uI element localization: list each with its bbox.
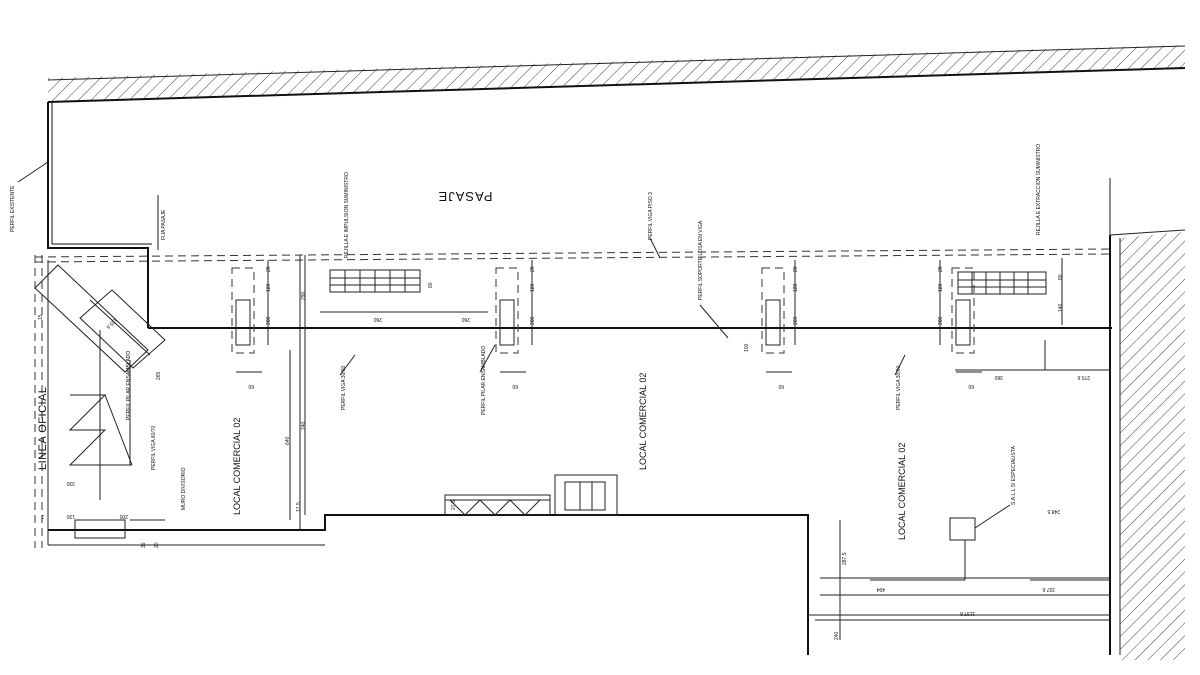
equipment-box — [949, 517, 976, 541]
note-perfil-viga-center: PERFIL VIGA 30/60 — [341, 365, 347, 410]
note-rejilla-left: REJILLA E IMPULSION SUMINISTRO — [344, 172, 350, 258]
svg-text:248.5: 248.5 — [1047, 508, 1060, 514]
svg-text:265: 265 — [156, 371, 162, 380]
svg-text:80: 80 — [1058, 274, 1064, 280]
svg-text:60: 60 — [778, 383, 784, 389]
note-perfil-mid: PERFIL SOPORTE LOSA EN VIGA — [698, 220, 704, 300]
svg-text:20: 20 — [530, 266, 536, 272]
svg-text:120: 120 — [530, 283, 536, 292]
svg-text:494: 494 — [876, 586, 885, 592]
column-1 — [235, 299, 251, 346]
svg-text:200: 200 — [793, 316, 799, 325]
svg-text:640: 640 — [285, 436, 291, 445]
entry-stair-element — [444, 474, 618, 516]
local-comercial-right: LOCAL COMERCIAL 02 — [897, 443, 907, 540]
svg-text:337.6: 337.6 — [1042, 586, 1055, 592]
svg-text:260: 260 — [461, 316, 470, 322]
svg-text:360: 360 — [994, 374, 1003, 380]
svg-text:200: 200 — [266, 316, 272, 325]
note-perfil-pilar-left: PERFIL PILAR ENSAMBLADO — [126, 351, 132, 420]
note-perfil-viga: PERFIL VIGA PISO 3 — [648, 192, 654, 240]
note-fija-pasaje: FIJA PASAJE — [161, 209, 167, 240]
svg-text:260: 260 — [373, 316, 382, 322]
svg-text:270.6: 270.6 — [1077, 374, 1090, 380]
svg-text:120: 120 — [938, 283, 944, 292]
grille-left — [329, 269, 421, 293]
svg-text:60: 60 — [248, 383, 254, 389]
note-caja: S.A.L.L S/ ESPECIALISTA — [1011, 445, 1017, 505]
diagonal-column — [34, 264, 149, 373]
svg-text:35: 35 — [141, 542, 147, 548]
local-comercial-left: LOCAL COMERCIAL 02 — [232, 418, 242, 515]
note-perfil-pilar-center: PERFIL PILAR ENSAMBLADO — [481, 346, 487, 415]
svg-text:60: 60 — [968, 383, 974, 389]
svg-text:2: 2 — [41, 513, 44, 519]
svg-text:287.5: 287.5 — [842, 552, 848, 565]
svg-text:140: 140 — [1058, 303, 1064, 312]
svg-text:120: 120 — [266, 283, 272, 292]
svg-text:200: 200 — [119, 513, 128, 519]
top-wall-line — [47, 67, 1186, 103]
svg-text:20: 20 — [266, 266, 272, 272]
svg-text:740: 740 — [301, 421, 307, 430]
columns-group — [231, 267, 975, 354]
svg-text:20: 20 — [154, 542, 160, 548]
column-4 — [955, 299, 971, 346]
column-2 — [499, 299, 515, 346]
grille-right — [957, 271, 1047, 295]
svg-text:330: 330 — [66, 480, 75, 486]
svg-text:200: 200 — [530, 316, 536, 325]
note-muro-divisorio: MURO DIVISORIO — [181, 467, 187, 510]
svg-text:100: 100 — [744, 343, 750, 352]
linea-oficial-label: LINEA OFICIAL — [37, 386, 49, 470]
note-rejilla-right: REJILLA E EXTRACCION SUMINISTRO — [1036, 144, 1042, 235]
svg-text:15: 15 — [38, 314, 44, 320]
svg-text:1197.6: 1197.6 — [960, 610, 975, 616]
svg-text:60: 60 — [512, 383, 518, 389]
local-comercial-center: LOCAL COMERCIAL 02 — [638, 373, 648, 470]
svg-text:120: 120 — [793, 283, 799, 292]
dimension-labels: 260 260 290 740 640 80 20 120 200 20 120… — [38, 266, 1090, 640]
svg-text:80: 80 — [428, 282, 434, 288]
top-existing-wall-hatch — [48, 45, 1185, 102]
right-existing-wall-hatch — [1120, 232, 1185, 660]
svg-text:20: 20 — [793, 266, 799, 272]
svg-text:17.5: 17.5 — [296, 502, 302, 512]
pasaje-label: PASAJE — [438, 189, 493, 204]
note-muro-existente: PERFIL EXISTENTE — [10, 185, 16, 232]
column-3 — [765, 299, 781, 346]
svg-text:200: 200 — [938, 316, 944, 325]
note-perfil-viga-left: PERFIL VIGA 60/70 — [151, 425, 157, 470]
svg-text:240: 240 — [834, 631, 840, 640]
note-perfil-viga-right: PERFIL VIGA 30/60 — [896, 365, 902, 410]
svg-text:125.6: 125.6 — [105, 317, 118, 330]
svg-text:130: 130 — [66, 513, 75, 519]
svg-text:27.5: 27.5 — [451, 500, 457, 510]
svg-text:290: 290 — [301, 291, 307, 300]
svg-text:20: 20 — [938, 266, 944, 272]
